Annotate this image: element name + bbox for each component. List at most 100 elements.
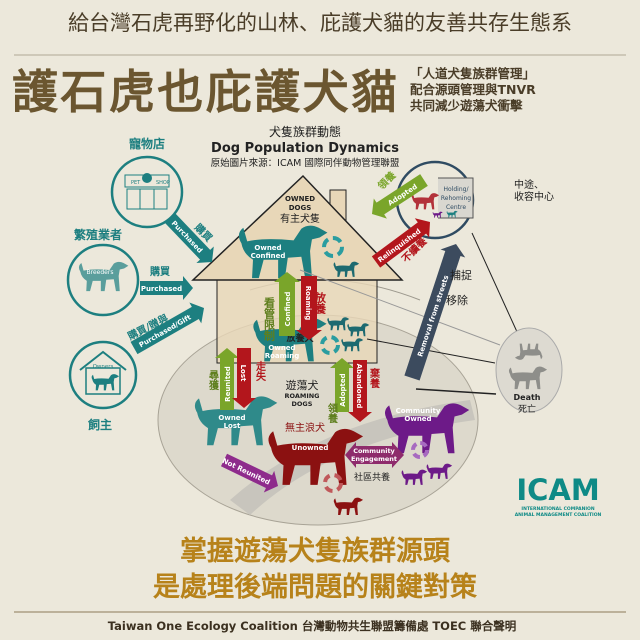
arrow-zh-label: 領養: [326, 402, 339, 424]
icam-logo-line: INTERNATIONAL COMPANION: [521, 506, 594, 512]
arrow-label: Purchased: [141, 285, 182, 293]
owned-roaming-label: Roaming: [265, 352, 300, 360]
reunited-arrow: Reunited: [215, 348, 239, 410]
petshop-purchased-arrow: Purchased: [164, 213, 214, 264]
community-owned-label: Owned: [404, 415, 431, 423]
arrow-label: Removal from streets: [416, 274, 450, 358]
arrow-label: Community: [353, 447, 395, 455]
breeders-purchased-arrow: Purchased: [140, 276, 193, 300]
roaming-dogs-zh: 遊蕩犬: [286, 378, 319, 392]
arrow-shape: [220, 453, 279, 493]
arrow-label: Adopted: [339, 373, 347, 406]
community-engagement-zh: 社區共養: [354, 471, 390, 483]
roaming-arrow: Roaming: [296, 276, 322, 340]
roaming-dogs-en: ROAMING: [284, 392, 319, 400]
owned-lost-label: Owned: [218, 414, 245, 422]
arrow-zh-label: 放養: [314, 291, 328, 315]
arrow-shape: [296, 276, 322, 340]
house-roof: [191, 174, 404, 281]
arrow-label: Confined: [284, 292, 292, 327]
confined-arrow: Confined: [274, 272, 300, 336]
arrow-zh-label: 棄養: [368, 367, 381, 389]
owners-source: Owners 飼主: [68, 340, 138, 432]
holding-label: 中途、: [514, 178, 544, 191]
arrow-shape: [232, 348, 256, 408]
header-side-line: 共同減少遊蕩犬衝擊: [410, 98, 523, 113]
arrow-shape: [372, 174, 428, 219]
shop-sign-text: PET: [131, 180, 141, 186]
holding-label: 收容中心: [514, 190, 554, 203]
owned-confined-label: Owned: [254, 244, 281, 252]
diagram-title-en: Dog Population Dynamics: [211, 141, 399, 156]
diagram-title-zh: 犬隻族群動態: [269, 124, 341, 139]
cycle-icon: [323, 473, 343, 493]
breeders-label: 繁殖業者: [74, 227, 122, 242]
flow-line: [471, 232, 519, 335]
arrow-label: Roaming: [304, 286, 312, 321]
house-icon: [79, 350, 127, 371]
shop-windows-icon: [126, 188, 168, 210]
death-ellipse: [495, 327, 563, 413]
arrow-label: Lost: [239, 365, 247, 382]
arrow-zh-label: 看管限制: [263, 296, 276, 342]
pet-shop-label: 寵物店: [129, 136, 165, 151]
arrow-shape: [130, 302, 204, 355]
arrow-label: Engagement: [351, 455, 397, 463]
holding-sign-icon: [438, 177, 474, 219]
owned-lost-label: Lost: [224, 422, 241, 430]
flow-line: [299, 269, 501, 346]
flow-arrows: PurchasedPurchasedPurchased/GiftAdoptedR…: [130, 174, 466, 493]
unowned-label: Unowned: [292, 444, 329, 452]
shop-sign-text: SHOP: [156, 180, 170, 186]
breeders-icon-text: Breeders: [87, 269, 114, 276]
cycle-icon: [411, 441, 429, 459]
arrow-shape: [164, 213, 214, 264]
pet-shop-source: 寵物店 PET SHOP: [110, 136, 184, 229]
arrow-shape: [371, 218, 430, 268]
arrow-zh-label: 捕捉: [450, 268, 472, 282]
arrow-shape: [348, 360, 372, 422]
roof-label-zh: 有主犬隻: [280, 212, 320, 225]
diagram-source: 原始圖片來源：ICAM 國際同伴動物管理聯盟: [211, 157, 400, 169]
roof-label-en: DOGS: [289, 204, 312, 212]
abandoned-arrow: Abandoned: [348, 360, 372, 422]
holding-sign-text: Centre: [446, 204, 466, 211]
holding-sign-text: Rehoming: [441, 195, 471, 202]
owners-label: 飼主: [87, 417, 112, 432]
owned-roaming-label: Owned: [268, 344, 295, 352]
flow-line: [415, 388, 497, 395]
owners-icon-text: Owners: [93, 364, 114, 370]
arrow-shape: [330, 358, 354, 412]
owned-confined-label: Confined: [251, 252, 286, 260]
roaming-dogs-en: DOGS: [292, 400, 313, 408]
death-label-zh: 死亡: [518, 403, 536, 415]
arrow-shape: [140, 276, 193, 300]
pet-shop-circle: [110, 155, 184, 229]
icam-logo-line: ANIMAL MANAGEMENT COALITION: [515, 512, 602, 518]
arrow-label: Abandoned: [355, 364, 363, 409]
community-owned-label: Community: [396, 407, 441, 415]
paw-icon: [142, 173, 152, 183]
arrow-shape: [215, 348, 239, 410]
header-side-line: 配合源頭管理與TNVR: [410, 82, 536, 97]
arrow-shape: [274, 272, 300, 336]
arrow-zh-label: 走失: [254, 360, 267, 382]
conclusion-line: 掌握遊蕩犬隻族群源頭: [180, 535, 451, 567]
arrow-zh-label: 領養: [374, 169, 398, 193]
cycle-icon: [322, 236, 344, 258]
arrow-zh-label: 尋獲: [207, 369, 219, 391]
lost-arrow: Lost: [232, 348, 256, 408]
adopted-arrow: Adopted: [330, 358, 354, 412]
icam-logo-text: ICAM: [516, 473, 599, 507]
icam-logo: ICAM INTERNATIONAL COMPANION ANIMAL MANA…: [515, 473, 602, 518]
header-side-line: 「人道犬隻族群管理」: [410, 66, 535, 81]
cycle-icon: [320, 335, 340, 355]
arrow-shape: [404, 243, 466, 381]
holding-sign-text: Holding/: [444, 186, 470, 193]
conclusion-line: 是處理後端問題的關鍵對策: [153, 571, 478, 603]
footer-text: Taiwan One Ecology Coalition 台灣動物共生聯盟籌備處…: [108, 619, 517, 633]
arrow-label: Reunited: [224, 366, 232, 402]
header-subtitle: 給台灣石虎再野化的山林、庇護犬貓的友善共存生態系: [68, 11, 572, 35]
